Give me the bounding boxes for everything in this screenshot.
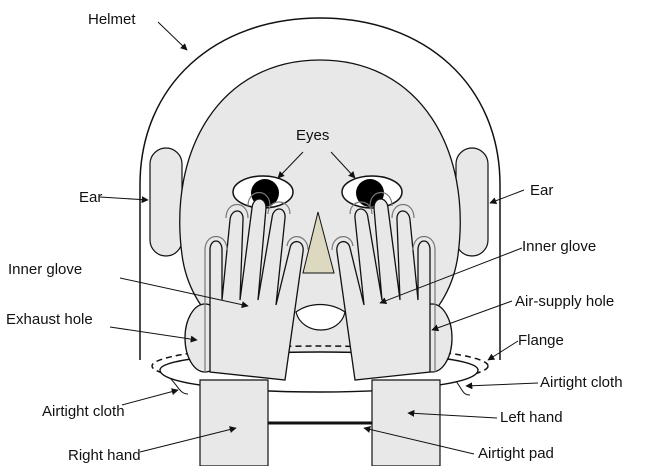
label-exhaust-hole: Exhaust hole [6, 311, 93, 328]
left-arm-sleeve [372, 380, 440, 466]
helmet-leader [158, 22, 187, 50]
label-airtight-cloth-right: Airtight cloth [540, 374, 623, 391]
label-airtight-cloth-left: Airtight cloth [42, 403, 125, 420]
label-right-hand: Right hand [68, 447, 141, 464]
right-ear [456, 148, 488, 256]
airtight-cloth-right-leader [466, 383, 538, 386]
exhaust-hole-leader [110, 327, 197, 340]
label-eyes: Eyes [296, 127, 329, 144]
left-ear [150, 148, 182, 256]
label-flange: Flange [518, 332, 564, 349]
label-left-hand: Left hand [500, 409, 563, 426]
right-arm-sleeve [200, 380, 268, 466]
label-ear-left: Ear [79, 189, 102, 206]
airtight-cloth-left-leader [122, 390, 178, 405]
label-helmet: Helmet [88, 11, 136, 28]
label-airtight-pad: Airtight pad [478, 445, 554, 462]
ear-right-leader [490, 190, 524, 203]
label-inner-glove-left: Inner glove [8, 261, 82, 278]
ear-left-leader [100, 197, 148, 200]
label-ear-right: Ear [530, 182, 553, 199]
label-inner-glove-right: Inner glove [522, 238, 596, 255]
label-air-supply-hole: Air-supply hole [515, 293, 614, 310]
flange-leader [488, 341, 518, 360]
